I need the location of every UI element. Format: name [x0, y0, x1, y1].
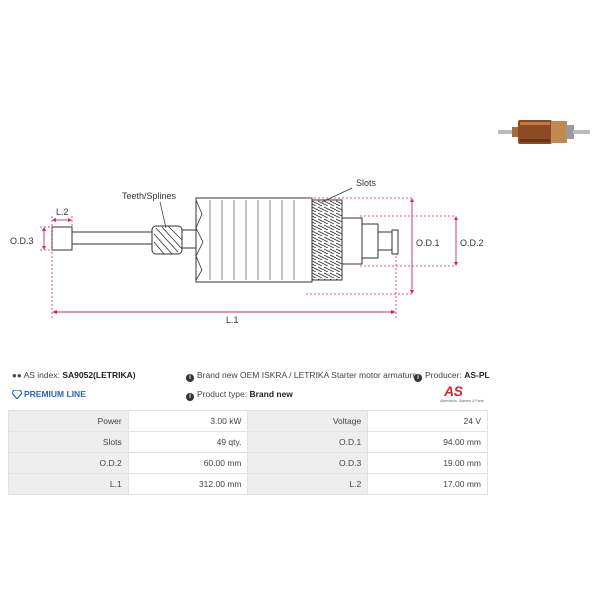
l1-label: L.1: [226, 315, 239, 325]
spec-label: L.2: [247, 473, 369, 495]
info-icon: i: [186, 393, 194, 401]
armature-core: [195, 197, 313, 283]
slots-label: Slots: [356, 178, 377, 188]
spec-label: Voltage: [247, 410, 369, 432]
tag-icon: ●●: [12, 371, 22, 380]
diamond-icon: [11, 389, 23, 400]
spec-value: 49 qty.: [127, 431, 249, 453]
od2-label: O.D.2: [460, 238, 484, 248]
l2-label: L.2: [56, 207, 69, 217]
armature-technical-drawing: [40, 187, 458, 318]
logo-text: AS: [444, 383, 463, 399]
logo-tagline: Alternators, Starters & Parts: [440, 399, 484, 403]
spec-label: O.D.1: [247, 431, 369, 453]
od1-label: O.D.1: [416, 238, 440, 248]
od3-label: O.D.3: [10, 236, 34, 246]
as-index-value: SA9052(LETRIKA): [62, 370, 136, 380]
spec-value: 3.00 kW: [127, 410, 249, 432]
spec-value: 17.00 mm: [367, 473, 488, 495]
spec-value: 94.00 mm: [367, 431, 488, 453]
premium-line-label: PREMIUM LINE: [24, 389, 86, 399]
spec-label: O.D.2: [8, 452, 129, 474]
spec-label: Slots: [8, 431, 129, 453]
as-index: ●● AS index: SA9052(LETRIKA): [12, 370, 136, 381]
as-index-label: AS index:: [23, 370, 60, 380]
spec-label: O.D.3: [247, 452, 369, 474]
producer-label: Producer:: [425, 370, 462, 380]
premium-line-badge: PREMIUM LINE: [11, 389, 86, 400]
shaft: [71, 231, 153, 245]
spec-label: L.1: [8, 473, 129, 495]
as-pl-logo: AS Alternators, Starters & Parts: [440, 383, 488, 407]
spec-value: 312.00 mm: [127, 473, 249, 495]
spec-label: Power: [8, 410, 129, 432]
info-icon: i: [186, 374, 194, 382]
info-icon: i: [414, 374, 422, 382]
teeth-splines-label: Teeth/Splines: [122, 191, 177, 201]
spec-value: 19.00 mm: [367, 452, 488, 474]
producer-value: AS-PL: [464, 370, 490, 380]
shaft-end: [51, 226, 73, 251]
commutator: [311, 199, 343, 281]
description-text: Brand new OEM ISKRA / LETRIKA Starter mo…: [197, 370, 418, 380]
product-type-label: Product type:: [197, 389, 248, 399]
spec-value: 60.00 mm: [127, 452, 249, 474]
product-type-value: Brand new: [249, 389, 293, 399]
spec-value: 24 V: [367, 410, 488, 432]
product-thumbnail: [498, 120, 590, 144]
